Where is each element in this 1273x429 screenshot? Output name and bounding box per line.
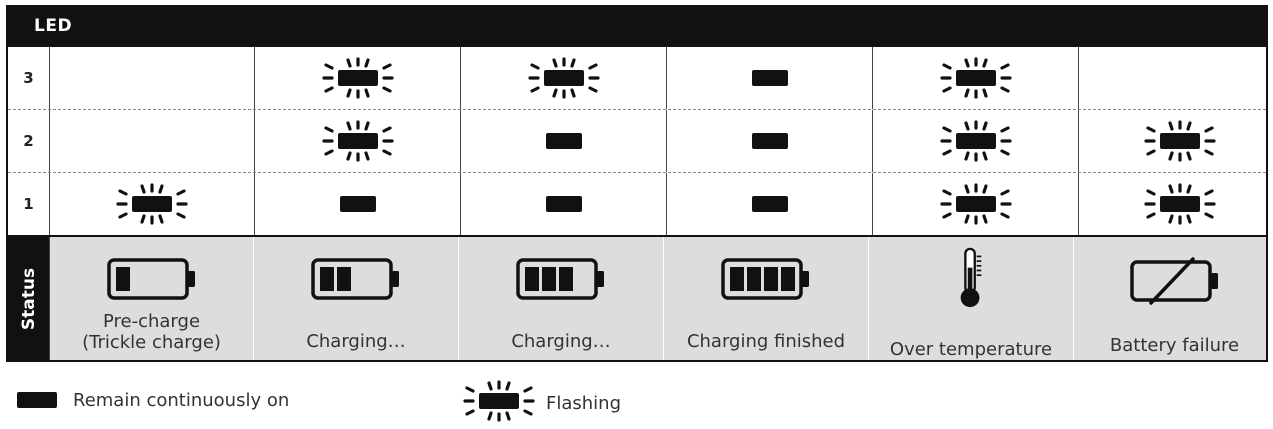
led-flashing-icon [463, 380, 535, 422]
led-flashing-icon [939, 183, 1012, 225]
status-text-line1: Pre-charge [102, 311, 201, 332]
led-cell [1079, 173, 1273, 235]
led-cell [50, 47, 255, 109]
battery-1-bar-icon [106, 258, 195, 300]
led-flashing-icon [527, 57, 600, 99]
thermometer-icon [960, 247, 982, 308]
led-cell [873, 173, 1079, 235]
led-flashing-icon [321, 120, 394, 162]
status-cell: Pre-charge(Trickle charge) [50, 237, 254, 360]
led-flashing-icon [939, 57, 1012, 99]
led-cell [873, 47, 1079, 109]
battery-3-bar-icon [516, 258, 604, 300]
led-cell [255, 110, 461, 172]
header-title: LED [34, 16, 73, 36]
led-on-icon [751, 133, 788, 149]
led-flashing-icon [1143, 120, 1216, 162]
led-row-2: 2 [8, 109, 1266, 172]
led-row-label: 1 [8, 173, 50, 235]
legend-on: Remain continuously on [15, 387, 289, 413]
led-flashing-icon [116, 183, 188, 225]
status-label-cell: Status [8, 237, 50, 360]
led-on-icon [751, 196, 788, 212]
table-header: LED [8, 5, 1266, 47]
led-cell [255, 47, 461, 109]
led-cell [461, 110, 667, 172]
status-cell: Charging… [254, 237, 459, 360]
led-flashing-icon [1143, 183, 1216, 225]
led-row-1: 1 [8, 172, 1266, 235]
led-row-label: 2 [8, 110, 50, 172]
status-text: Battery failure [1110, 335, 1239, 356]
status-text-line1: Charging… [306, 331, 406, 352]
led-flashing-icon [456, 378, 542, 429]
status-text: Over temperature [890, 339, 1052, 360]
status-text: Charging… [306, 331, 405, 352]
led-row-3: 3 [8, 47, 1266, 109]
status-cell: Over temperature [869, 237, 1074, 360]
led-cell [667, 173, 873, 235]
status-text: Pre-charge(Trickle charge) [82, 311, 221, 353]
status-text-line2: (Trickle charge) [82, 332, 221, 353]
legend: Remain continuously on Flashing [0, 380, 1273, 422]
battery-4-bar-icon [721, 258, 809, 300]
led-cell [1079, 110, 1273, 172]
status-label: Status [18, 267, 39, 330]
led-cell [1079, 47, 1273, 109]
led-on-icon [545, 196, 582, 212]
battery-failure-icon [1129, 257, 1218, 305]
led-on-icon [17, 392, 57, 408]
legend-flash-label: Flashing [546, 393, 622, 414]
led-row-label: 3 [8, 47, 50, 109]
led-on-icon [545, 133, 582, 149]
led-cell [667, 47, 873, 109]
legend-on-label: Remain continuously on [73, 389, 290, 411]
led-flashing-icon [939, 120, 1012, 162]
status-text: Charging… [511, 331, 610, 352]
led-cell [873, 110, 1079, 172]
led-on-icon [751, 70, 788, 86]
status-text-line1: Battery failure [1109, 335, 1240, 356]
led-cell [461, 47, 667, 109]
battery-2-bar-icon [311, 258, 399, 300]
status-text-line1: Charging… [511, 331, 611, 352]
status-text-line1: Over temperature [889, 339, 1053, 360]
status-text-line1: Charging finished [686, 331, 846, 352]
led-on-icon [339, 196, 376, 212]
legend-flash: Flashing [456, 378, 621, 429]
status-row: Status Pre-charge(Trickle charge) Chargin… [8, 235, 1266, 360]
led-cell [667, 110, 873, 172]
led-flashing-icon [321, 57, 394, 99]
led-cell [50, 173, 255, 235]
led-cell [50, 110, 255, 172]
status-cell: Charging finished [664, 237, 869, 360]
status-cell: Charging… [459, 237, 664, 360]
status-cell: Battery failure [1074, 237, 1273, 360]
status-text: Charging finished [687, 331, 845, 352]
led-cell [255, 173, 461, 235]
led-cell [461, 173, 667, 235]
